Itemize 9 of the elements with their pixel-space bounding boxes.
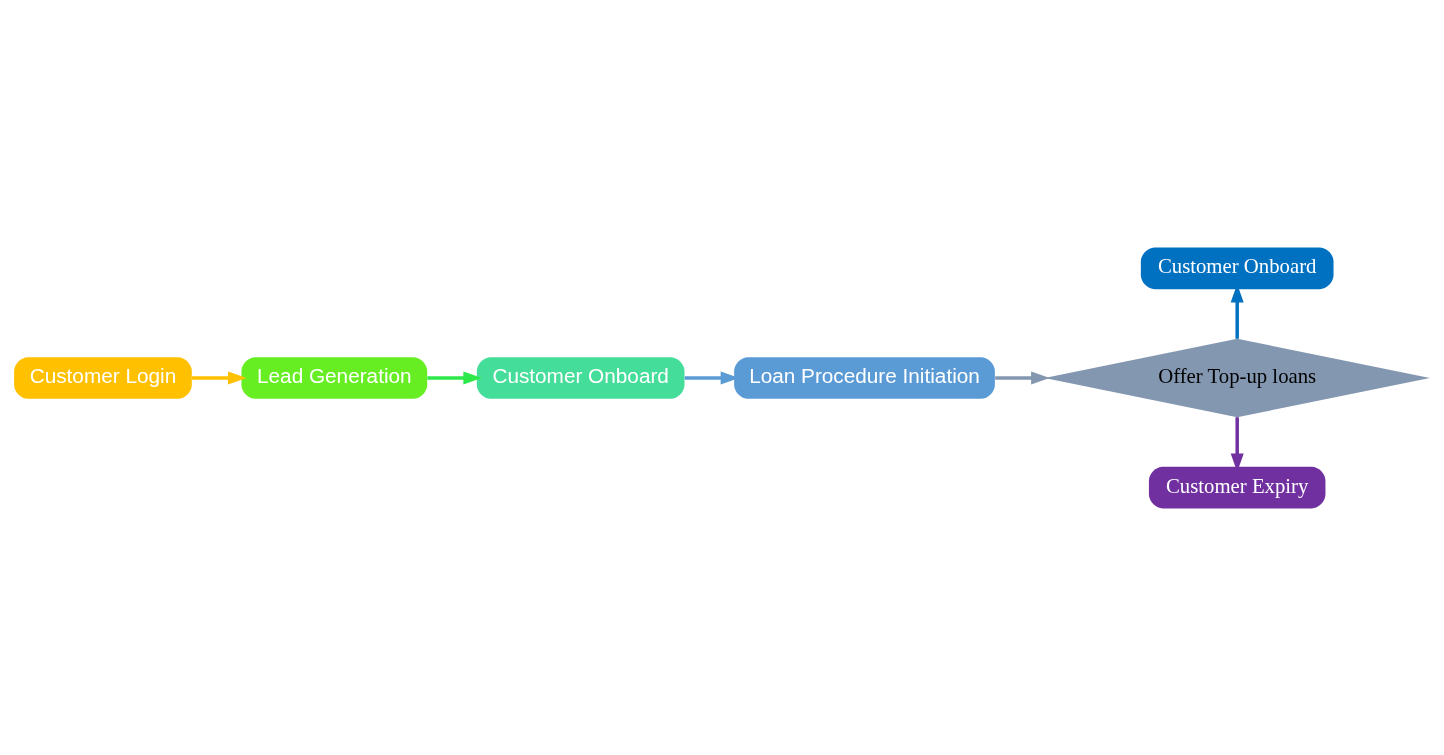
arrow [192,371,247,384]
node-box: Customer Login [14,356,192,399]
arrow [995,371,1050,384]
node-box: Customer Onboard [476,356,685,399]
node-box: Customer Expiry [1148,466,1326,508]
node-box: Loan Procedure Initiation [734,356,995,399]
arrow [427,371,482,384]
node-box: Customer Onboard [1140,247,1334,289]
node-box: Lead Generation [241,356,428,399]
